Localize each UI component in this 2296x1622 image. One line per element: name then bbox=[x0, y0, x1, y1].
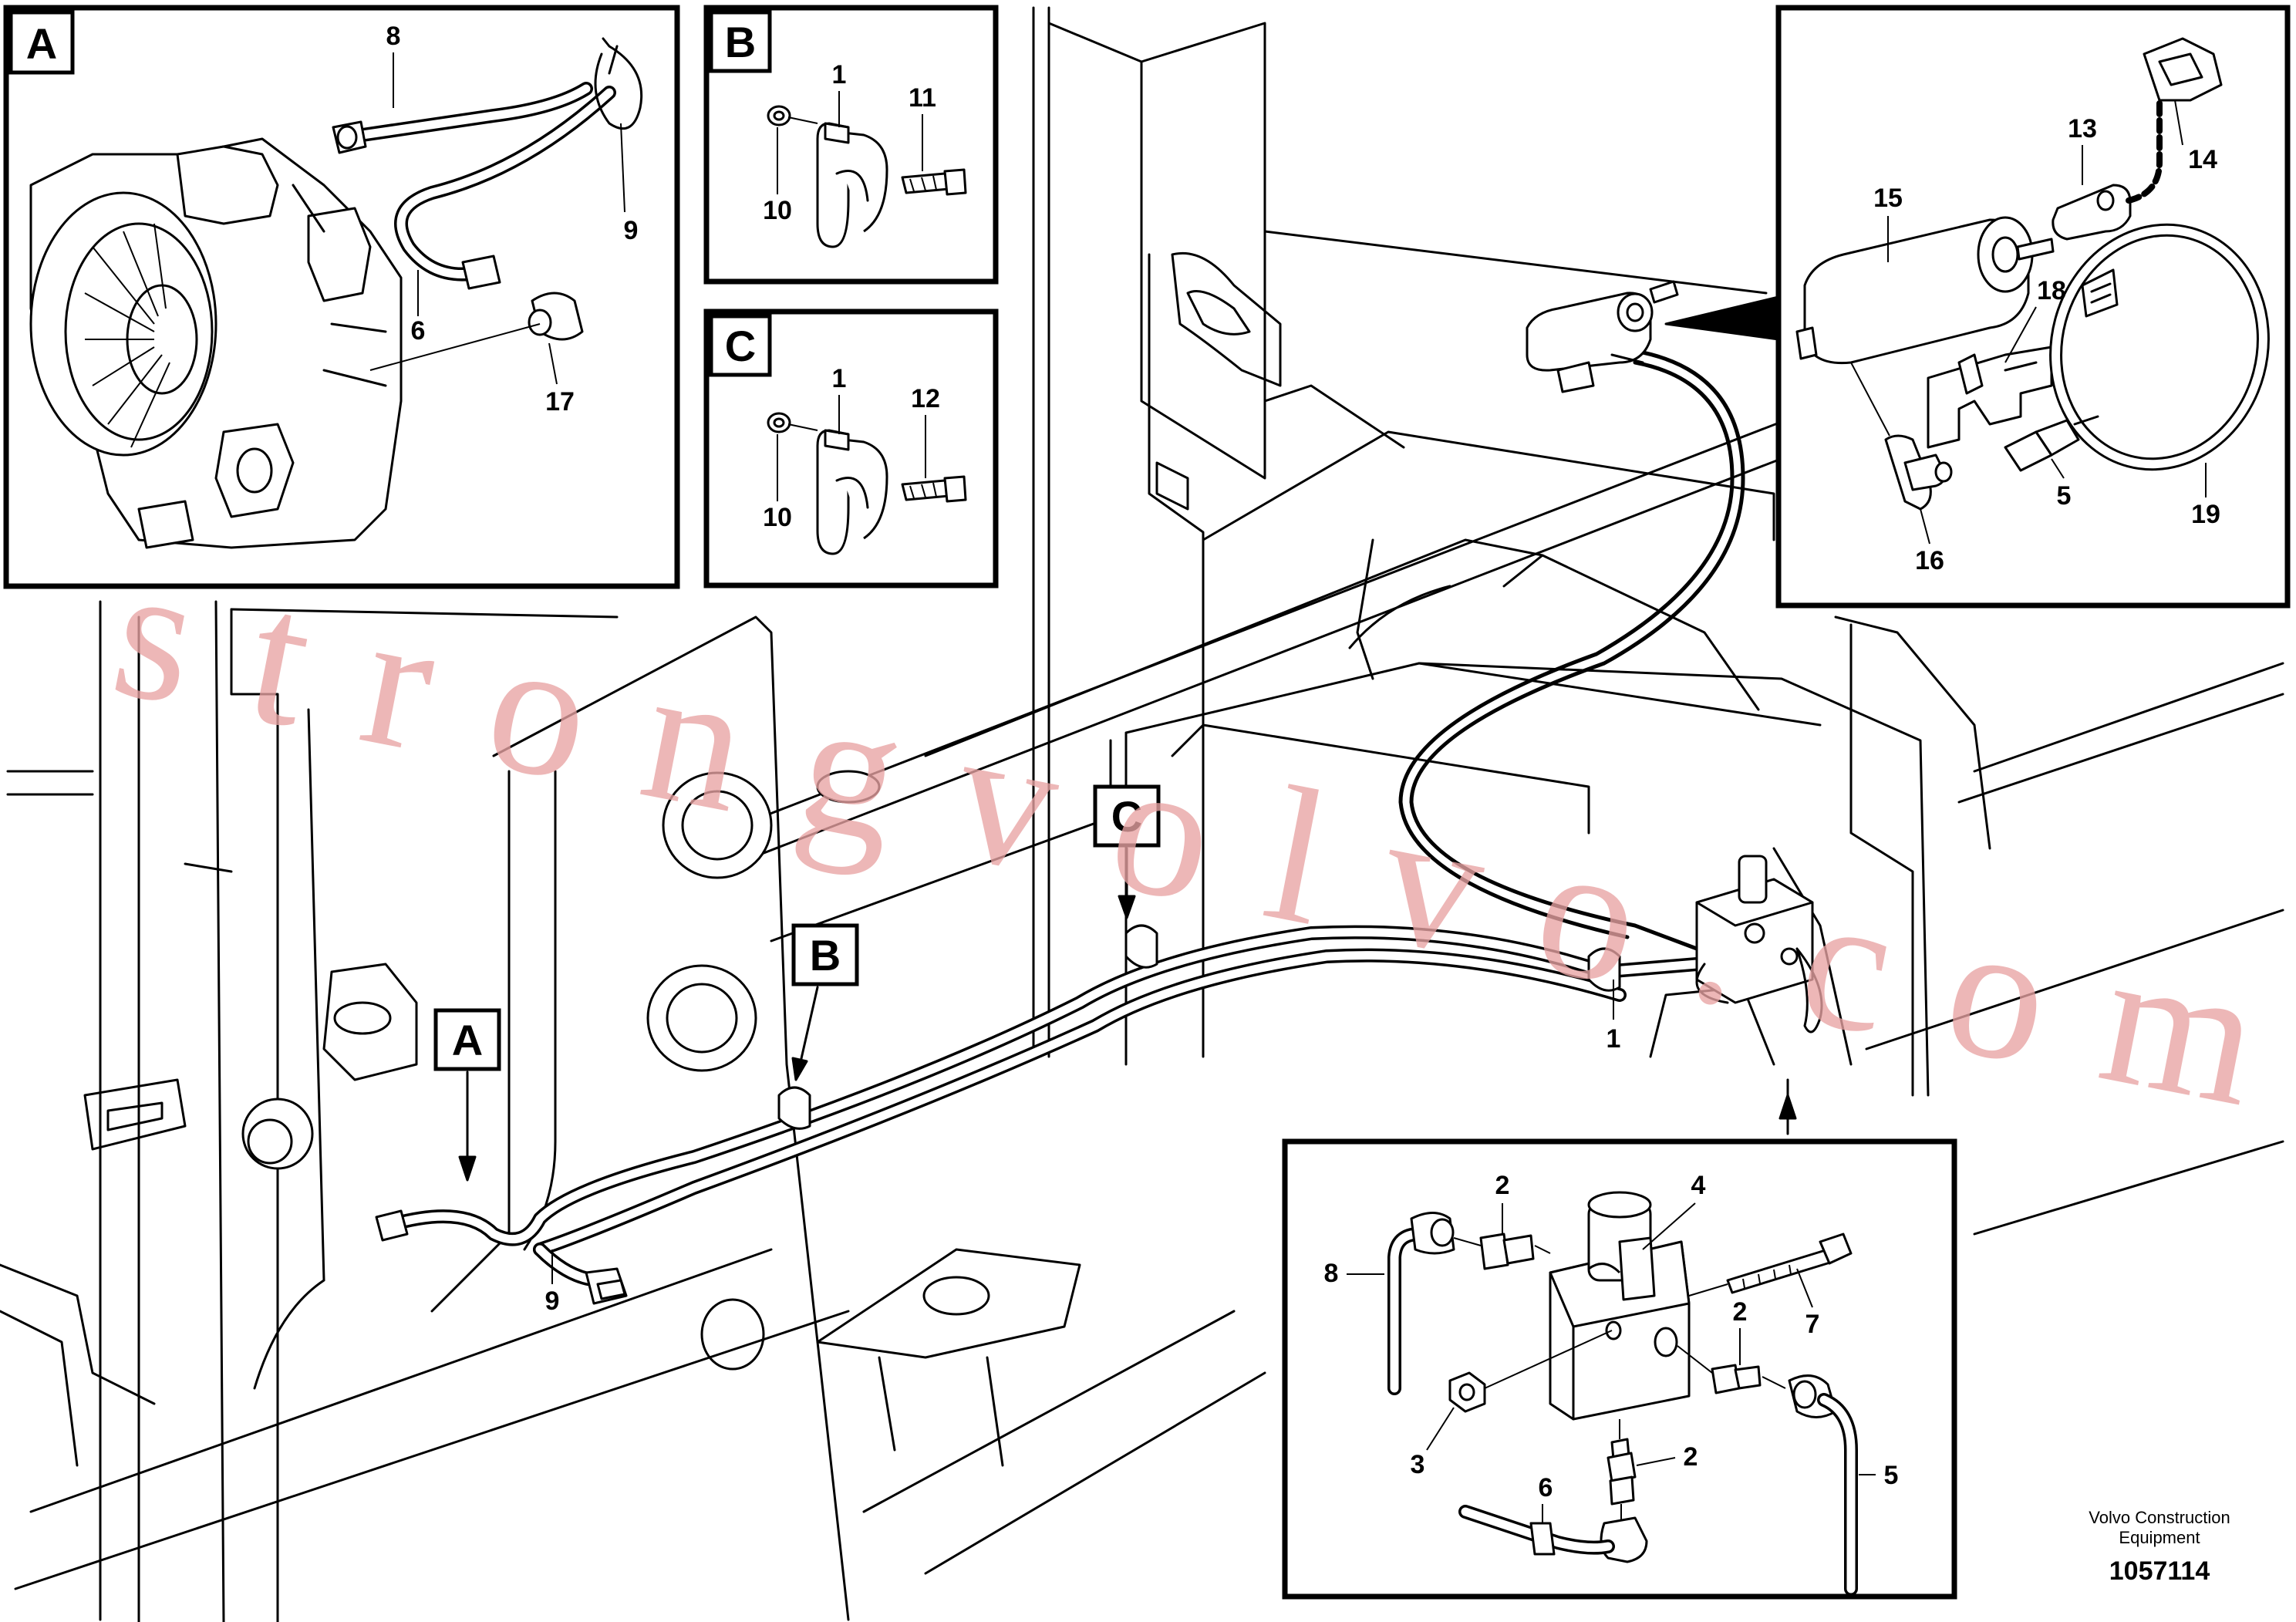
panel-sensor-callout-16: 16 bbox=[1915, 546, 1944, 575]
watermark-text: strongvolvo.com bbox=[99, 522, 2274, 1147]
panel-b-callout-1: 1 bbox=[832, 60, 847, 89]
main-tag-c-box bbox=[1093, 784, 1161, 848]
detail-panel-a: A 8 9 6 17 bbox=[3, 5, 680, 589]
figure-number: 1057114 bbox=[2109, 1556, 2210, 1586]
main-view-callouts: A B C 9 1 bbox=[433, 784, 1797, 1316]
main-callout-9: 9 bbox=[545, 1286, 560, 1316]
footer-brand-line2: Equipment bbox=[2119, 1528, 2200, 1547]
main-tag-b-box bbox=[791, 923, 859, 986]
main-tag-c: C bbox=[1111, 792, 1142, 841]
panel-sensor-callout-15: 15 bbox=[1873, 184, 1903, 213]
valve-block-assembly bbox=[1695, 855, 1823, 1034]
panel-a-callout-9: 9 bbox=[624, 216, 639, 245]
panel-valve-callout-6: 6 bbox=[1539, 1473, 1553, 1502]
pressure-sensor-assembly bbox=[1526, 280, 1679, 393]
panel-valve-callout-8: 8 bbox=[1324, 1259, 1339, 1288]
detail-panel-valve: 2 4 8 7 2 3 6 2 5 bbox=[1282, 1138, 1957, 1600]
panel-sensor-callout-13: 13 bbox=[2068, 114, 2097, 143]
panel-a-callout-17: 17 bbox=[545, 387, 575, 416]
main-callout-1: 1 bbox=[1607, 1024, 1621, 1054]
panel-c-tag: C bbox=[725, 322, 756, 370]
panel-a-tag: A bbox=[26, 19, 57, 68]
panel-b-callout-10: 10 bbox=[763, 196, 792, 225]
panel-c-callout-1: 1 bbox=[832, 364, 847, 393]
detail-panel-b: B 1 11 10 bbox=[703, 5, 999, 285]
panel-c-callout-12: 12 bbox=[911, 384, 940, 413]
panel-valve-callout-5: 5 bbox=[1884, 1461, 1899, 1490]
panel-valve-callout-7: 7 bbox=[1805, 1310, 1820, 1339]
panel-sensor-callout-18: 18 bbox=[2037, 276, 2066, 305]
detail-panel-c: C 1 12 10 bbox=[703, 309, 999, 588]
detail-panel-sensor: 13 14 15 18 5 16 19 bbox=[1664, 5, 2291, 609]
panel-a-tag-box bbox=[8, 10, 75, 75]
panel-c-callout-10: 10 bbox=[763, 503, 792, 532]
panel-valve-callout-2c: 2 bbox=[1684, 1442, 1698, 1472]
main-tag-b: B bbox=[810, 931, 841, 980]
main-tag-a-box bbox=[433, 1008, 501, 1071]
footer-block: Volvo Construction Equipment 1057114 bbox=[2089, 1508, 2230, 1586]
panel-valve-callout-2a: 2 bbox=[1495, 1171, 1510, 1200]
main-tag-a: A bbox=[452, 1016, 483, 1064]
panel-valve-callout-2b: 2 bbox=[1733, 1297, 1748, 1327]
hose-routing bbox=[375, 349, 1745, 1305]
panel-sensor-callout-19: 19 bbox=[2191, 500, 2220, 529]
panel-b-tag: B bbox=[725, 18, 756, 66]
panel-valve-callout-4: 4 bbox=[1691, 1171, 1706, 1200]
panel-sensor-callout-5: 5 bbox=[2057, 481, 2072, 511]
footer-brand-line1: Volvo Construction bbox=[2089, 1508, 2230, 1527]
panel-sensor-callout-14: 14 bbox=[2188, 145, 2217, 174]
panel-b-tag-box bbox=[709, 10, 772, 73]
panel-a-callout-8: 8 bbox=[386, 22, 401, 51]
panel-a-callout-6: 6 bbox=[411, 316, 426, 346]
panel-c-tag-box bbox=[709, 314, 772, 377]
panel-b-callout-11: 11 bbox=[909, 83, 936, 113]
panel-valve-callout-3: 3 bbox=[1411, 1450, 1425, 1479]
